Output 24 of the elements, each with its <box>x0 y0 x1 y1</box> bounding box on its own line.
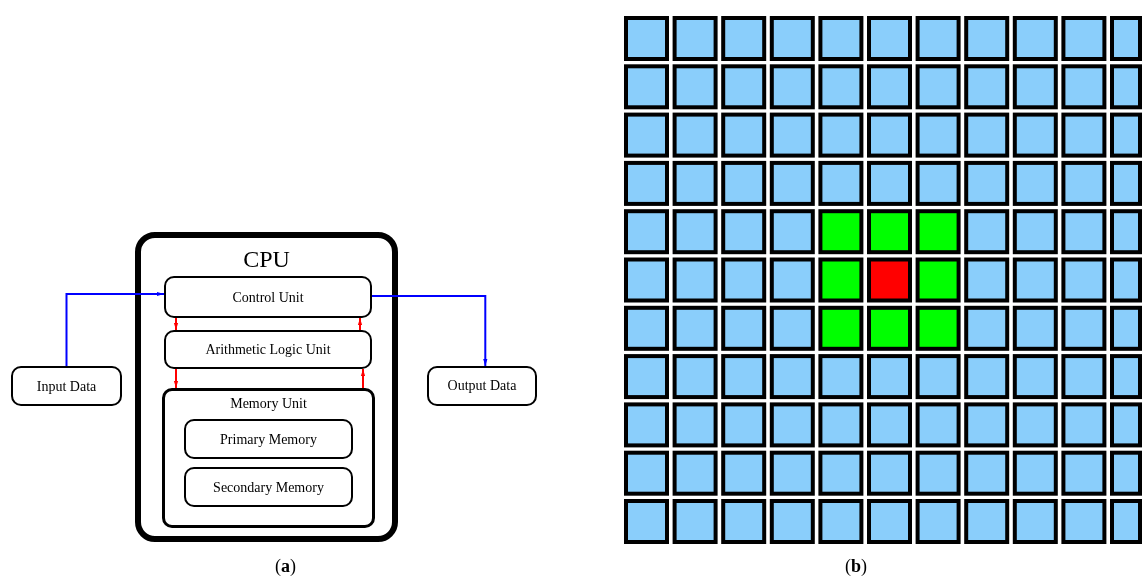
panel-label: (a) <box>275 556 296 577</box>
memory-box <box>184 419 353 459</box>
cpu-title: CPU <box>242 246 291 273</box>
data-box <box>427 366 537 406</box>
arrow <box>357 317 363 331</box>
arrow <box>371 295 488 367</box>
data-label: Input Data <box>35 379 98 395</box>
arrow <box>173 317 179 331</box>
data-label: Output Data <box>446 378 518 394</box>
arrow <box>65 291 165 367</box>
cpu-box <box>135 232 398 542</box>
unit-box <box>164 276 372 318</box>
unit-label: Memory Unit <box>229 396 308 412</box>
unit-label: Control Unit <box>231 290 305 306</box>
memory-box <box>184 467 353 507</box>
arrow <box>360 368 366 389</box>
panel-label: (b) <box>845 556 867 577</box>
unit-label: Arithmetic Logic Unit <box>204 342 332 358</box>
unit-box <box>164 330 372 369</box>
memory-label: Secondary Memory <box>212 480 325 496</box>
data-box <box>11 366 122 406</box>
memory-label: Primary Memory <box>219 432 318 448</box>
arrow <box>173 368 179 389</box>
memory-unit-box <box>162 388 375 528</box>
